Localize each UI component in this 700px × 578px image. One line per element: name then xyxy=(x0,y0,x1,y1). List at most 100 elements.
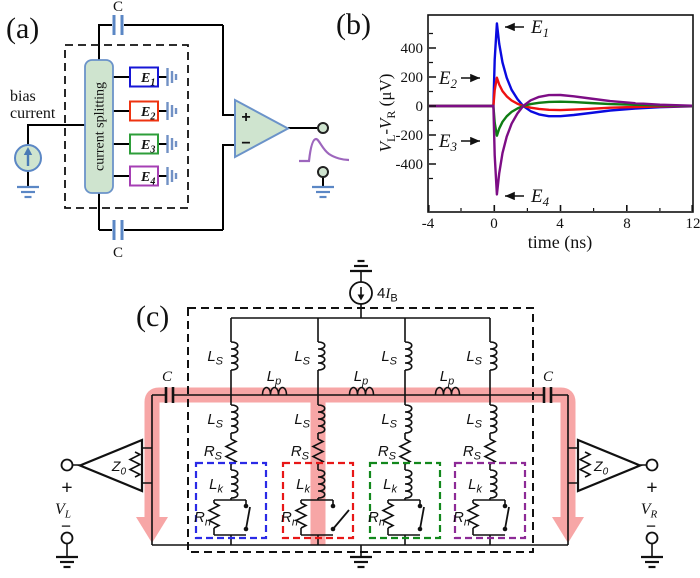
ls-label: LS xyxy=(207,411,223,431)
detector-box-e2 xyxy=(129,100,159,122)
capacitor-left-label: C xyxy=(162,369,173,385)
xtick-0: 0 xyxy=(490,216,498,232)
detector-box-e4 xyxy=(129,165,159,187)
lk-label: Lk xyxy=(468,476,482,496)
vr-plus: + xyxy=(646,477,657,499)
vr-label: VR xyxy=(641,501,658,521)
amplifier-right-icon xyxy=(576,438,643,493)
curve-E4 xyxy=(429,93,692,196)
lp-label: Lp xyxy=(267,368,281,388)
switch-open-2 xyxy=(330,503,350,532)
panel-a-label: (a) xyxy=(6,12,39,45)
rf-ground-icon xyxy=(166,102,178,120)
detector-row: E3 xyxy=(129,133,178,156)
inductor-ls-icon xyxy=(230,404,239,434)
ls-label: LS xyxy=(207,348,223,368)
bias-source-arrowhead xyxy=(357,294,365,301)
lp-label: Lp xyxy=(440,368,454,388)
vl-plus: + xyxy=(61,477,72,499)
vr-minus: − xyxy=(646,516,656,536)
bias-label-line1: bias xyxy=(10,88,36,105)
lk-label: Lk xyxy=(383,476,397,496)
ls-label: LS xyxy=(294,411,310,431)
curve-E1 xyxy=(429,22,692,118)
rs-label: RS xyxy=(463,443,482,463)
inductor-ls-icon xyxy=(230,341,239,371)
output-pulse-waveform xyxy=(299,137,350,163)
panel-c-label: (c) xyxy=(136,300,169,333)
panel-c: (c) 4IB LS LS LS LS Lp Lp Lp LS LS LS xyxy=(54,259,665,569)
lk-label: Lk xyxy=(296,476,310,496)
ground-icon xyxy=(348,259,374,273)
ytick-m400: -400 xyxy=(396,157,424,173)
panel-c-dashed-box xyxy=(187,307,534,553)
vl-label: VL xyxy=(55,501,71,521)
amplifier-left-icon xyxy=(77,438,144,493)
inductor-lk-icon xyxy=(404,469,413,499)
detector-box-e1 xyxy=(129,66,159,88)
ground-icon xyxy=(15,185,41,199)
reference-terminal-left xyxy=(60,531,74,545)
annotation-e4: E4 xyxy=(530,186,550,209)
curve-E3 xyxy=(429,100,692,137)
rs-label: RS xyxy=(291,443,310,463)
output-terminal xyxy=(317,122,329,134)
detector-label-e4: E4 xyxy=(140,170,155,188)
panel-b: (b) 400 200 0 -200 -400 -4 0 4 8 12 time… xyxy=(336,8,700,253)
chart-curves xyxy=(429,22,692,196)
nanowire-cell-box-4 xyxy=(453,461,527,540)
rn-label: Rn xyxy=(368,509,385,529)
y-minor-ticks xyxy=(429,32,433,180)
ls-label: LS xyxy=(466,411,482,431)
switch-closed-3 xyxy=(417,503,425,532)
rf-ground-icon xyxy=(166,135,178,153)
detector-row: E2 xyxy=(129,100,178,123)
switch-closed-4 xyxy=(502,503,510,532)
nanowire-cell-box-1 xyxy=(194,461,268,540)
ground-icon xyxy=(639,555,665,569)
bias-source-label: 4IB xyxy=(377,285,398,305)
output-terminal-left xyxy=(60,458,74,472)
nanowire-cell-box-2 xyxy=(281,461,355,540)
z0-right-label: Z0 xyxy=(593,458,609,478)
rs-label: RS xyxy=(204,443,223,463)
inductor-ls-icon xyxy=(317,341,326,371)
detector-label-e1: E1 xyxy=(140,71,155,89)
rn-label: Rn xyxy=(194,509,211,529)
capacitor-bottom-label: C xyxy=(113,245,123,261)
xtick-4: 4 xyxy=(556,216,564,232)
detector-row: E1 xyxy=(129,66,178,89)
curve-E2 xyxy=(429,76,692,112)
rf-ground-icon xyxy=(166,68,178,86)
inductor-ls-icon xyxy=(489,404,498,434)
detector-row: E4 xyxy=(129,165,178,188)
y-axis-title: VL-VR (μV) xyxy=(376,74,398,153)
current-source-arrowhead xyxy=(23,147,33,155)
panel-c-wires xyxy=(66,271,653,557)
capacitor-top-icon xyxy=(112,15,124,35)
plot-frame xyxy=(427,14,694,213)
ground-icon xyxy=(310,185,336,199)
detector-label-e3: E3 xyxy=(140,138,155,156)
resistor-rs-icon xyxy=(399,438,411,465)
rs-label: RS xyxy=(378,443,397,463)
nanowire-cell-box-3 xyxy=(368,461,442,540)
panel-a-wires xyxy=(27,24,324,231)
panel-b-label: (b) xyxy=(336,8,371,41)
resistor-rs-icon xyxy=(484,438,496,465)
bias-label-line2: current xyxy=(10,105,56,122)
inductor-lk-icon xyxy=(489,469,498,499)
xtick-8: 8 xyxy=(623,216,631,232)
x-axis-title: time (ns) xyxy=(528,232,593,253)
annotation-e1: E1 xyxy=(530,17,549,40)
z0-left-label: Z0 xyxy=(111,458,127,478)
inductor-ls-icon xyxy=(404,404,413,434)
ground-icon xyxy=(348,555,374,569)
rn-label: Rn xyxy=(453,509,470,529)
reference-terminal xyxy=(317,166,329,178)
current-splitter-box xyxy=(84,59,114,194)
ytick-200: 200 xyxy=(401,70,424,86)
switch-closed-1 xyxy=(243,503,251,532)
